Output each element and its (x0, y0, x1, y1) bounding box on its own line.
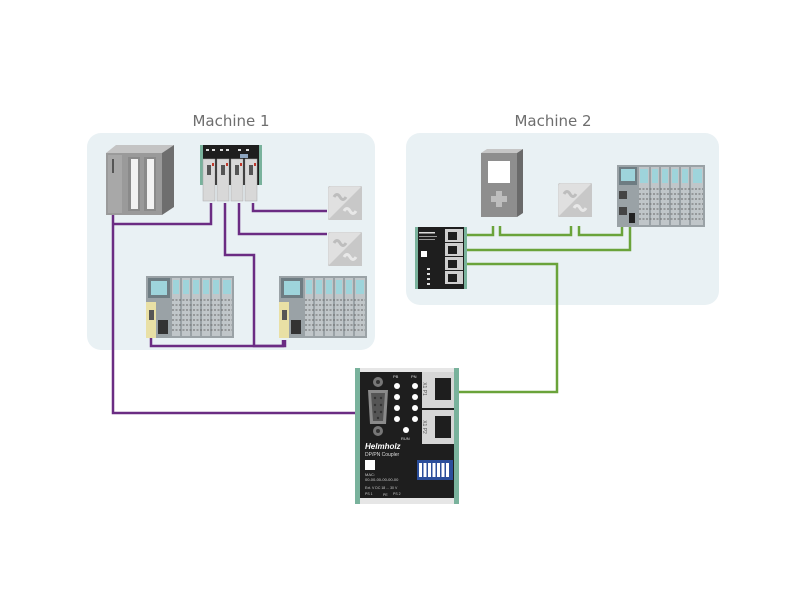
dp-pn-coupler[interactable]: PB PN RUN X1 P1 X1 P2 Helmholz DP/PN Cou… (355, 368, 459, 504)
coupler-power-label: Ext. V DC 18 ... 30 V (365, 486, 398, 490)
profibus-line-plc-to-coupler (111, 215, 372, 415)
profibus-line-io1-to-io2 (149, 338, 287, 348)
profinet-line-switch-to-io (466, 226, 632, 252)
drive-1[interactable] (328, 186, 362, 220)
machine-1-title: Machine 1 (192, 112, 270, 130)
remote-io-station-2[interactable] (279, 276, 367, 338)
profibus-repeater[interactable] (200, 145, 262, 203)
coupler-ps1-label: PS 1 (365, 492, 373, 496)
profibus-line-plc-to-repeater (113, 203, 213, 226)
coupler-port1-label: X1 P1 (420, 382, 427, 396)
coupler-mac-value: 00-00-00-00-00-00 (365, 477, 399, 482)
plc-s7-300[interactable] (106, 145, 178, 215)
coupler-ps2-label: PS 2 (393, 492, 401, 496)
drive-2[interactable] (328, 232, 362, 266)
plc-s7-1500[interactable] (481, 149, 525, 217)
profibus-line-repeater-to-drive1 (251, 203, 327, 213)
coupler-brand: Helmholz (365, 442, 401, 451)
profinet-line-cpu-to-drive (498, 226, 573, 237)
coupler-port2-label: X1 P2 (420, 420, 427, 434)
coupler-pb-label: PB (393, 374, 399, 379)
profinet-line-switch-to-coupler (452, 262, 559, 394)
drive-3[interactable] (558, 183, 592, 217)
coupler-mac-label: MAC: (365, 472, 375, 477)
coupler-model: DP/PN Coupler (365, 452, 400, 458)
remote-io-station-3[interactable] (617, 165, 705, 227)
profinet-line-drive-to-io (577, 226, 624, 237)
machine-2-title: Machine 2 (514, 112, 592, 130)
coupler-pn-label: PN (411, 374, 417, 379)
remote-io-station-1[interactable] (146, 276, 234, 338)
profinet-switch[interactable] (415, 227, 467, 289)
coupler-run-label: RUN (401, 436, 410, 441)
coupler-pe-label: PE (383, 493, 388, 497)
profibus-line-repeater-to-drive2 (237, 203, 327, 236)
profinet-line-switch-to-cpu (466, 226, 495, 237)
